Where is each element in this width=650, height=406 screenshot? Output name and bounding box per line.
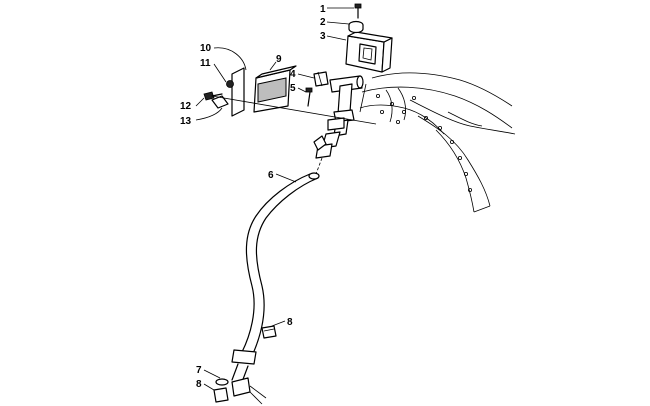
callout-8-left: 8 bbox=[196, 379, 202, 390]
steering-post bbox=[313, 75, 364, 159]
callout-11: 11 bbox=[200, 58, 211, 69]
callout-2: 2 bbox=[320, 17, 326, 28]
callout-7: 7 bbox=[196, 365, 202, 376]
plate bbox=[231, 67, 245, 117]
leader-lines bbox=[195, 7, 354, 391]
clamp-bolt bbox=[305, 87, 313, 107]
callout-6: 6 bbox=[268, 170, 274, 181]
callout-5: 5 bbox=[290, 83, 296, 94]
nut-11 bbox=[226, 80, 234, 88]
handlebar-block bbox=[345, 31, 393, 73]
callout-12: 12 bbox=[180, 101, 192, 112]
bushing-bracket bbox=[253, 65, 297, 113]
callout-8-right: 8 bbox=[287, 317, 293, 328]
callout-13: 13 bbox=[180, 116, 192, 127]
lower-nut-8-right bbox=[261, 325, 277, 339]
callout-labels: 1 2 3 4 5 6 7 8 8 9 10 11 12 13 bbox=[180, 4, 326, 390]
top-bolt bbox=[354, 3, 362, 19]
clamp-part bbox=[313, 71, 329, 87]
callout-3: 3 bbox=[320, 31, 326, 42]
bolt-12 bbox=[203, 91, 223, 101]
frame bbox=[359, 72, 516, 213]
callout-4: 4 bbox=[290, 69, 296, 80]
mounting-axis-line bbox=[211, 95, 377, 125]
callout-9: 9 bbox=[276, 54, 282, 65]
centerline bbox=[315, 157, 323, 175]
callout-1: 1 bbox=[320, 4, 326, 15]
steering-shaft bbox=[231, 172, 320, 383]
lower-washer-7 bbox=[215, 378, 229, 386]
callout-10: 10 bbox=[200, 43, 212, 54]
lower-nut-8-left bbox=[213, 387, 229, 403]
washer-13 bbox=[211, 95, 229, 109]
top-cap bbox=[348, 20, 364, 34]
tie-rod-end bbox=[231, 377, 267, 405]
